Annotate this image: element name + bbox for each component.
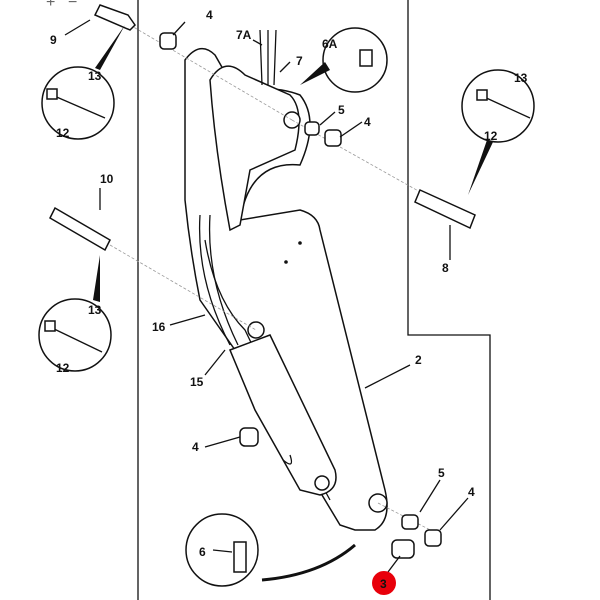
label-6A: 6A [322, 37, 338, 51]
pin-8[interactable] [414, 188, 476, 230]
label-7A: 7A [236, 28, 252, 42]
bushing-3[interactable] [391, 539, 415, 559]
label-4-mid: 4 [192, 440, 199, 454]
label-8: 8 [442, 261, 449, 275]
label-4-top: 4 [206, 8, 213, 22]
bushing-4-bottom[interactable] [424, 529, 442, 547]
callout-bolt-right [461, 69, 535, 195]
label-4-right: 4 [364, 115, 371, 129]
zoom-in-button[interactable]: + [46, 0, 56, 11]
diagram-boundary-right [407, 0, 491, 600]
callout-grease-fitting-6A [300, 27, 388, 93]
highlight-marker-3[interactable]: 3 [372, 571, 396, 595]
label-7: 7 [296, 54, 303, 68]
pin-9[interactable] [93, 4, 136, 31]
label-12-a: 12 [56, 126, 70, 140]
bushing-4-right[interactable] [324, 129, 342, 147]
callout-bolt-mid-left [38, 255, 112, 372]
callout-bolt-top-left [41, 25, 125, 140]
bushing-5-top[interactable] [304, 121, 320, 136]
label-16: 16 [152, 320, 166, 334]
label-13-c: 13 [88, 303, 102, 317]
bushing-4-top[interactable] [159, 32, 177, 50]
leader-lines [64, 19, 469, 573]
label-5-bottom: 5 [438, 466, 445, 480]
label-6: 6 [199, 545, 206, 559]
label-5-top: 5 [338, 103, 345, 117]
label-3: 3 [380, 577, 387, 591]
label-2: 2 [415, 353, 422, 367]
label-12-c: 12 [56, 361, 70, 375]
callout-grease-fitting-6 [185, 513, 356, 587]
label-10: 10 [100, 172, 114, 186]
bushing-5-bottom[interactable] [401, 514, 419, 530]
label-9: 9 [50, 33, 57, 47]
boom-arm[interactable] [184, 47, 388, 531]
bushing-4-mid[interactable] [239, 427, 259, 447]
label-13-b: 13 [514, 71, 528, 85]
label-12-b: 12 [484, 129, 498, 143]
label-15: 15 [190, 375, 204, 389]
pin-10[interactable] [49, 206, 111, 252]
hoses [198, 29, 277, 346]
zoom-out-button[interactable]: − [68, 0, 78, 11]
label-13-a: 13 [88, 69, 102, 83]
label-4-bottom: 4 [468, 485, 475, 499]
